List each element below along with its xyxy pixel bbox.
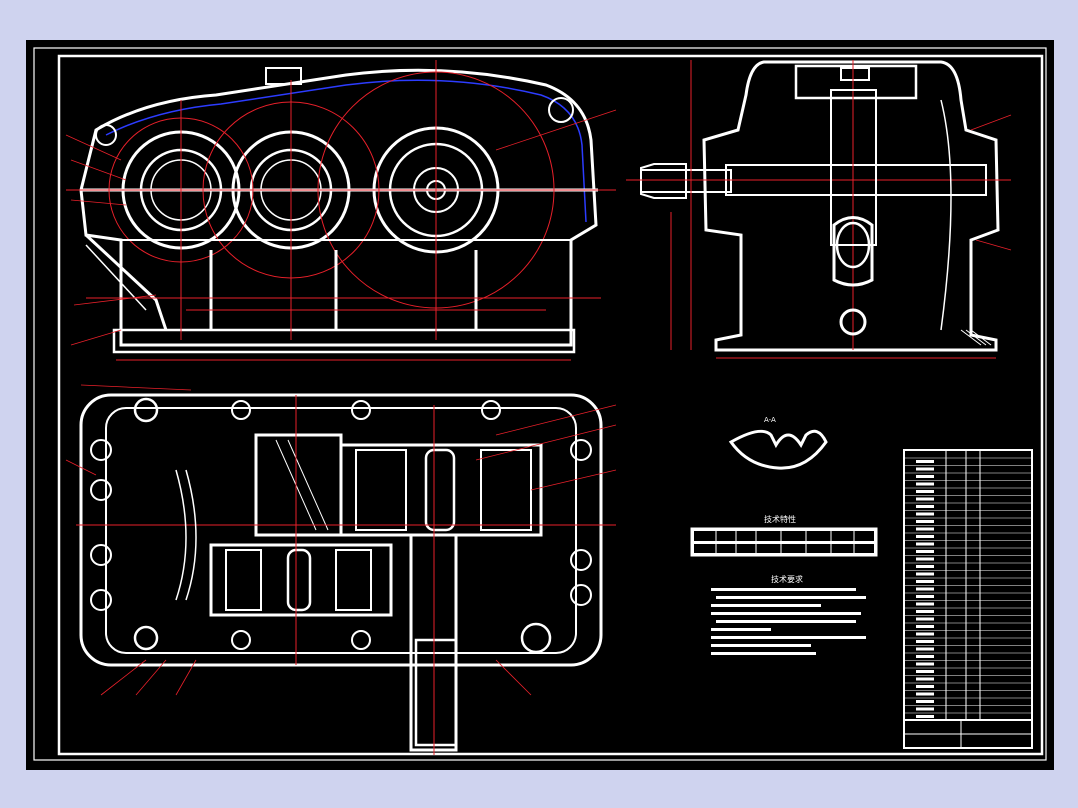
parts-list-cell-text — [916, 662, 934, 666]
parts-list-cell-text — [916, 632, 934, 636]
parts-list-cell-text — [916, 505, 934, 508]
parts-list-cell-text — [916, 565, 934, 568]
parts-list-cell-text — [916, 482, 934, 486]
top-view — [65, 384, 617, 755]
parts-list-cell-text — [916, 572, 934, 576]
side-view — [626, 60, 1012, 359]
drawing-frame — [57, 54, 1044, 756]
parts-list-cell-text — [916, 587, 934, 591]
parts-list-cell-text — [916, 685, 934, 688]
parts-list-cell-text — [916, 670, 934, 673]
parts-list-cell-text — [916, 595, 934, 598]
parts-list-cell-text — [916, 625, 934, 628]
parts-list-cell-text — [916, 677, 934, 681]
parts-list-cell-text — [916, 490, 934, 493]
parts-list-cell-text — [916, 460, 934, 463]
parts-list-cell-text — [916, 527, 934, 531]
parts-list-cell-text — [916, 497, 934, 501]
tech-characteristics-title: 技术特性 — [764, 514, 796, 524]
parts-list-cell-text — [916, 655, 934, 658]
cad-viewport[interactable]: A-A 技术特性 技术要求 — [26, 40, 1054, 770]
parts-list — [903, 449, 1033, 749]
parts-list-cell-text — [916, 512, 934, 516]
section-label: A-A — [764, 416, 776, 424]
parts-list-cell-text — [916, 617, 934, 621]
parts-list-cell-text — [916, 647, 934, 651]
parts-list-rows — [904, 457, 1032, 718]
parts-list-cell-text — [916, 640, 934, 643]
outer-border — [33, 47, 1047, 761]
section-a-a: A-A — [728, 416, 828, 470]
parts-list-cell-text — [916, 550, 934, 553]
parts-list-cell-text — [916, 715, 934, 718]
tech-requirements-title: 技术要求 — [771, 574, 803, 584]
parts-list-cell-text — [916, 580, 934, 583]
front-view — [65, 60, 617, 361]
tech-requirements: 技术要求 — [711, 574, 866, 655]
tech-characteristics: 技术特性 — [690, 514, 878, 557]
parts-list-cell-text — [916, 707, 934, 711]
parts-list-cell-text — [916, 475, 934, 478]
parts-list-cell-text — [916, 700, 934, 703]
parts-list-cell-text — [916, 610, 934, 613]
parts-list-cell-text — [916, 467, 934, 471]
parts-list-cell-text — [916, 520, 934, 523]
parts-list-cell-text — [916, 557, 934, 561]
drawing-canvas: A-A 技术特性 技术要求 — [33, 47, 1047, 761]
parts-list-cell-text — [916, 535, 934, 538]
parts-list-cell-text — [916, 692, 934, 696]
parts-list-cell-text — [916, 602, 934, 606]
parts-list-cell-text — [916, 542, 934, 546]
